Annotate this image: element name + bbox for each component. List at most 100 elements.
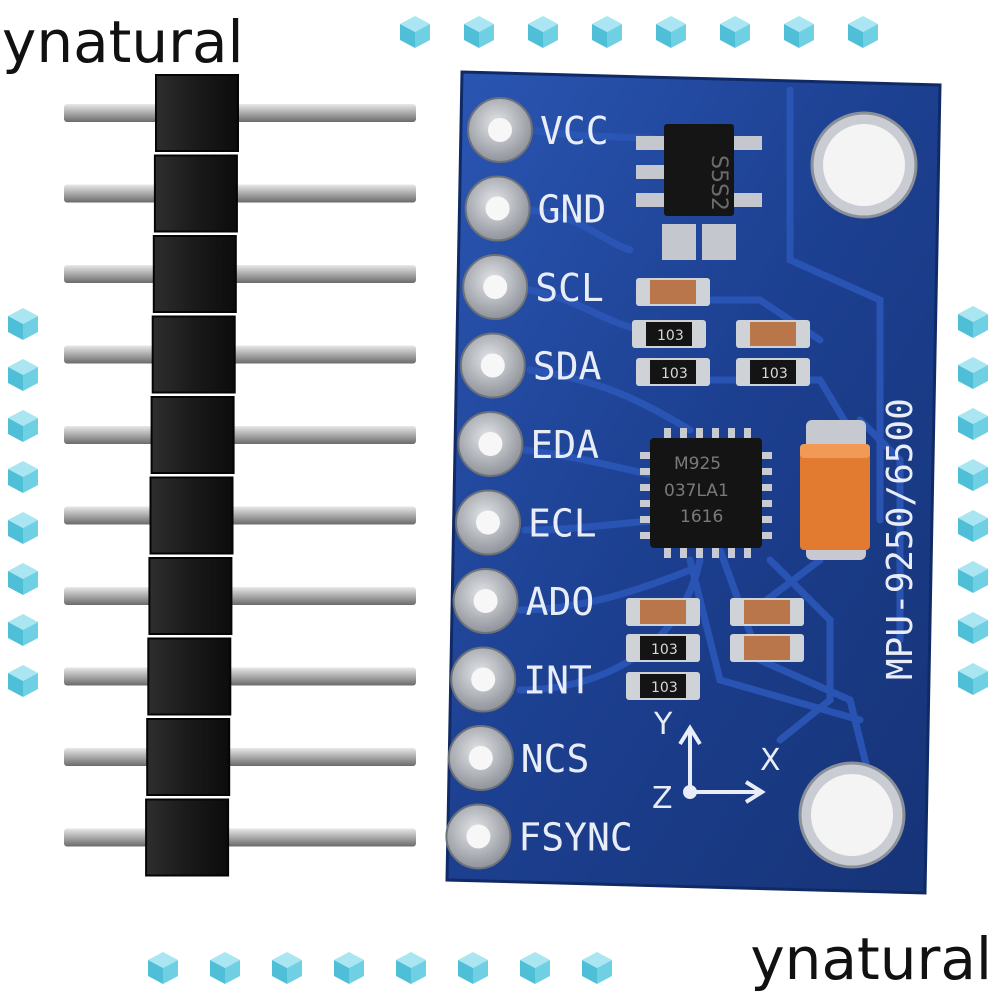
pin-hole <box>471 667 496 692</box>
header-block <box>153 154 238 233</box>
cube-icon <box>958 561 988 593</box>
pin-hole <box>483 275 508 299</box>
pin-hole <box>478 432 503 456</box>
svg-text:103: 103 <box>661 366 688 382</box>
smd-capacitor <box>636 278 710 306</box>
decorative-cubes <box>8 16 988 984</box>
smd-resistor: 103 <box>736 358 810 386</box>
cube-icon <box>210 952 240 984</box>
cube-icon <box>400 16 430 48</box>
cube-icon <box>784 16 814 48</box>
axis-indicator <box>678 724 766 804</box>
cube-icon <box>464 16 494 48</box>
header-block <box>145 798 230 877</box>
cube-icon <box>8 359 38 391</box>
imu-chip: M925 037LA1 1616 <box>640 428 772 558</box>
header-block <box>152 235 237 313</box>
chip-marking-1: M925 <box>674 454 721 474</box>
cube-icon <box>592 16 622 48</box>
cube-icon <box>8 461 38 493</box>
cube-icon <box>848 16 878 48</box>
axis-x-label: X <box>760 743 781 778</box>
header-block <box>155 74 239 152</box>
cube-icon <box>958 306 988 338</box>
cube-icon <box>8 563 38 595</box>
pin-label-ecl: ECL <box>528 502 597 546</box>
cube-icon <box>958 408 988 440</box>
cube-icon <box>396 952 426 984</box>
pin-label-vcc: VCC <box>540 109 609 153</box>
cube-icon <box>720 16 750 48</box>
header-pin <box>64 426 416 444</box>
watermark-top: ynatural <box>2 8 244 76</box>
smd-resistor: 103 <box>632 320 706 348</box>
pin-label-eda: EDA <box>530 423 599 467</box>
pin-hole <box>466 824 491 849</box>
model-label: MPU-9250/6500 <box>880 398 921 680</box>
smd-resistor: 103 <box>636 358 710 386</box>
cube-icon <box>958 663 988 695</box>
cube-icon <box>148 952 178 984</box>
pin-label-fsync: FSYNC <box>518 816 632 860</box>
watermark-bottom: ynatural <box>750 925 992 993</box>
voltage-regulator: S5S2 <box>636 124 762 260</box>
pin-label-ado: ADO <box>526 580 595 624</box>
header-pin <box>64 587 416 605</box>
cube-icon <box>8 512 38 544</box>
header-block <box>148 557 233 635</box>
pin-hole <box>488 118 512 142</box>
cube-icon <box>272 952 302 984</box>
cube-icon <box>958 357 988 389</box>
pin-hole <box>473 589 498 613</box>
axis-y-label: Y <box>653 707 673 742</box>
chip-marking-3: 1616 <box>680 507 723 527</box>
smd-capacitor <box>730 634 804 662</box>
regulator-marking: S5S2 <box>706 155 731 211</box>
cube-icon <box>334 952 364 984</box>
pin-label-gnd: GND <box>538 188 607 232</box>
header-pin <box>64 828 416 847</box>
pin-label-int: INT <box>523 659 592 703</box>
svg-text:103: 103 <box>651 680 678 696</box>
header-pin <box>64 667 416 686</box>
svg-text:103: 103 <box>651 642 678 658</box>
cube-icon <box>528 16 558 48</box>
header-block <box>151 315 236 394</box>
cube-icon <box>958 459 988 491</box>
cube-icon <box>8 308 38 340</box>
header-block <box>146 718 231 796</box>
header-block <box>149 476 234 555</box>
header-pin <box>64 345 416 364</box>
cube-icon <box>656 16 686 48</box>
smd-capacitor <box>736 320 810 348</box>
cube-icon <box>582 952 612 984</box>
cube-icon <box>958 612 988 644</box>
pin-hole <box>476 510 500 535</box>
header-pin <box>64 265 416 283</box>
cube-icon <box>458 952 488 984</box>
cube-icon <box>520 952 550 984</box>
pin-label-scl: SCL <box>535 266 604 310</box>
cube-icon <box>8 665 38 697</box>
pin-hole <box>485 196 510 221</box>
header-pin <box>64 506 416 525</box>
header-block <box>150 396 235 474</box>
pin-hole <box>480 353 505 378</box>
pin-label-ncs: NCS <box>521 737 590 781</box>
pcb-board: VCC GND SCL SDA EDA ECL ADO INT NCS FSYNC S5S2 10… <box>445 70 942 895</box>
smd-resistor: 103 <box>626 672 700 700</box>
header-block <box>147 637 232 716</box>
header-pin <box>64 748 416 766</box>
pin-header <box>64 74 416 877</box>
smd-capacitor <box>626 598 700 626</box>
svg-text:103: 103 <box>761 366 788 382</box>
cube-icon <box>958 510 988 542</box>
cube-icon <box>8 614 38 646</box>
chip-marking-2: 037LA1 <box>664 481 729 501</box>
header-pin <box>64 104 416 122</box>
smd-resistor: 103 <box>626 634 700 662</box>
tantalum-capacitor <box>800 420 870 560</box>
svg-text:103: 103 <box>657 328 684 344</box>
pin-label-sda: SDA <box>533 345 602 389</box>
